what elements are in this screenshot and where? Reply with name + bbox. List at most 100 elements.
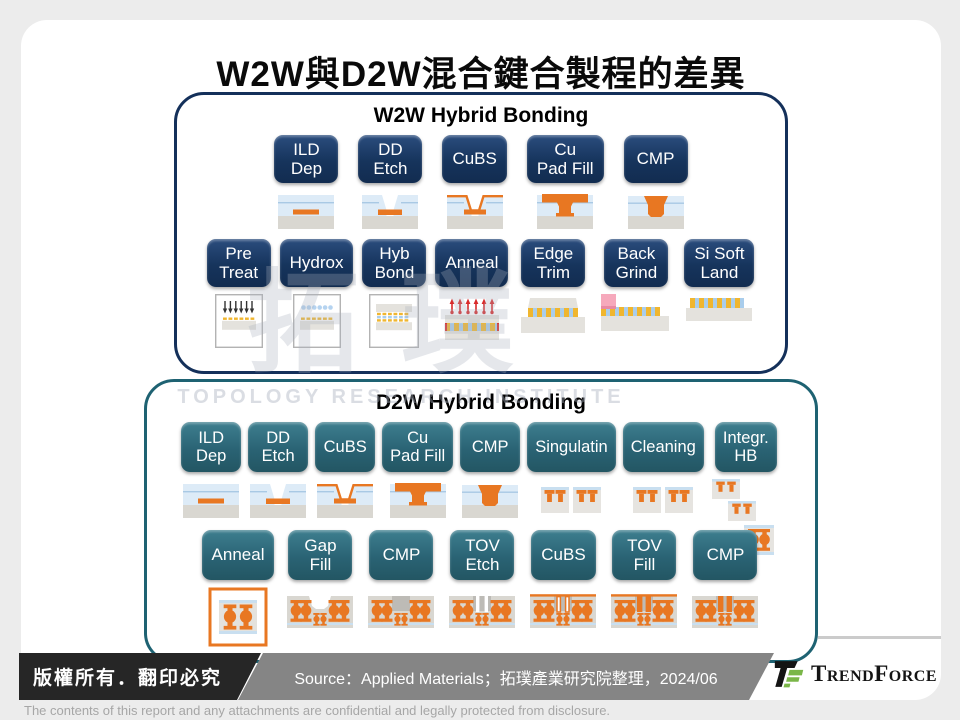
wordmark-rend: REND	[826, 668, 875, 685]
hydrox-chamber-icon	[292, 294, 341, 350]
process-step: CuBS	[442, 135, 507, 230]
d2w-step-row-2: Anneal Gap Fill CMP TOV Etch CuBS TOV Fill CMP	[147, 530, 815, 647]
step-cu-pad-fill: Cu Pad Fill	[382, 422, 454, 472]
dies-pair-icon	[540, 479, 602, 527]
step-ild-dep: ILD Dep	[274, 135, 339, 183]
process-step: CMP	[690, 530, 760, 645]
process-step: Cleaning	[622, 422, 704, 527]
process-step: ILD Dep	[181, 422, 242, 527]
slide: W2W與D2W混合鍵合製程的差異 拓璞 TOPOLOGY RESEARCH IN…	[21, 20, 941, 700]
edgetrim-wafer-icon	[517, 294, 589, 350]
process-step: TOV Fill	[609, 530, 679, 645]
process-step: CMP	[623, 135, 688, 230]
w2w-step-row-1: ILD Dep DD Etch CuBS Cu Pad Fill CMP	[177, 135, 785, 230]
process-step: TOV Etch	[447, 530, 517, 645]
step-dd-etch: DD Etch	[358, 135, 423, 183]
step-dd-etch: DD Etch	[248, 422, 309, 472]
process-step: Cu Pad Fill	[526, 135, 604, 230]
process-step: Edge Trim	[517, 239, 589, 350]
footer-bar: Source：Applied Materials；拓璞產業研究院整理，2024/…	[21, 653, 941, 700]
tov-fill-die-icon	[609, 587, 679, 645]
process-step: Hyb Bond	[362, 239, 427, 350]
d2w-panel-title: D2W Hybrid Bonding	[376, 391, 586, 414]
step-cubs: CuBS	[442, 135, 507, 183]
process-step: CuBS	[315, 422, 376, 527]
tov-etch-die-icon	[447, 587, 517, 645]
trendforce-wordmark: TRENDFORCE	[811, 661, 937, 687]
step-tov-fill: TOV Fill	[612, 530, 677, 580]
process-step: ILD Dep	[274, 135, 339, 230]
pretreat-chamber-icon	[214, 294, 263, 350]
wafer-ild-icon	[278, 190, 335, 230]
w2w-panel: W2W Hybrid Bonding ILD Dep DD Etch CuBS Cu …	[174, 92, 788, 374]
step-cubs: CuBS	[315, 422, 376, 472]
wafer-etch-icon	[362, 190, 419, 230]
trendforce-logo: TRENDFORCE	[773, 660, 937, 688]
sisoftland-wafer-icon	[683, 294, 755, 350]
step-edge-trim: Edge Trim	[521, 239, 586, 287]
process-step: CMP	[460, 422, 521, 527]
dies-pair-icon	[632, 479, 694, 527]
source-bar: Source：Applied Materials；拓璞產業研究院整理，2024/…	[238, 653, 774, 700]
copyright-bar: 版權所有．翻印必究	[19, 653, 261, 700]
step-singulatin: Singulatin	[527, 422, 616, 472]
process-step: CMP	[366, 530, 436, 645]
gapfill-die-icon	[285, 587, 355, 645]
cmp-final-die-icon	[690, 587, 760, 645]
anneal-die-icon	[208, 587, 268, 647]
process-step: Anneal	[435, 239, 509, 350]
step-cmp: CMP	[623, 135, 688, 183]
step-gap-fill: Gap Fill	[288, 530, 353, 580]
step-back-grind: Back Grind	[604, 239, 669, 287]
step-cleaning: Cleaning	[622, 422, 704, 472]
integr-hb-stack-icon	[711, 479, 781, 555]
wafer-cubs-icon	[317, 479, 374, 527]
step-si-soft-land: Si Soft Land	[684, 239, 755, 287]
step-hydrox: Hydrox	[279, 239, 354, 287]
disclaimer-text: The contents of this report and any atta…	[24, 703, 611, 718]
step-ild-dep: ILD Dep	[181, 422, 242, 472]
step-hyb-bond: Hyb Bond	[362, 239, 427, 287]
step-integr-hb: Integr. HB	[714, 422, 777, 472]
wordmark-orce: ORCE	[888, 668, 937, 685]
process-step: Anneal	[201, 530, 275, 647]
backgrind-wafer-icon	[598, 294, 674, 350]
wafer-etch-icon	[250, 479, 307, 527]
copyright-text: 版權所有．翻印必究	[33, 668, 223, 689]
w2w-panel-title: W2W Hybrid Bonding	[373, 104, 589, 127]
process-step: Back Grind	[598, 239, 674, 350]
step-pre-treat: Pre Treat	[206, 239, 271, 287]
wafer-cubs-icon	[446, 190, 503, 230]
decorative-rule	[818, 636, 941, 639]
process-step: Integr. HB	[711, 422, 781, 555]
step-cubs: CuBS	[531, 530, 596, 580]
wordmark-initial-t: T	[811, 661, 827, 686]
step-anneal: Anneal	[201, 530, 275, 580]
step-cmp: CMP	[460, 422, 521, 472]
page-title: W2W與D2W混合鍵合製程的差異	[216, 55, 746, 94]
wafer-ild-icon	[183, 479, 240, 527]
cmp-die-icon	[366, 587, 436, 645]
step-cmp: CMP	[693, 530, 758, 580]
cubs-die-icon	[528, 587, 598, 645]
process-step: Gap Fill	[285, 530, 355, 645]
source-text: Source：Applied Materials；拓璞產業研究院整理，2024/…	[294, 670, 718, 688]
trendforce-logo-icon	[774, 661, 804, 688]
process-step: Hydrox	[279, 239, 354, 350]
process-step: DD Etch	[358, 135, 423, 230]
process-step: Pre Treat	[206, 239, 271, 350]
process-step: Cu Pad Fill	[382, 422, 454, 527]
step-tov-etch: TOV Etch	[450, 530, 515, 580]
wordmark-initial-f: F	[874, 661, 889, 686]
process-step: DD Etch	[248, 422, 309, 527]
wafer-fill-icon	[389, 479, 446, 527]
process-step: Singulatin	[527, 422, 616, 527]
anneal-wafer-icon	[440, 294, 504, 350]
process-step: Si Soft Land	[683, 239, 755, 350]
step-cu-pad-fill: Cu Pad Fill	[526, 135, 604, 183]
wafer-fill-icon	[537, 190, 594, 230]
